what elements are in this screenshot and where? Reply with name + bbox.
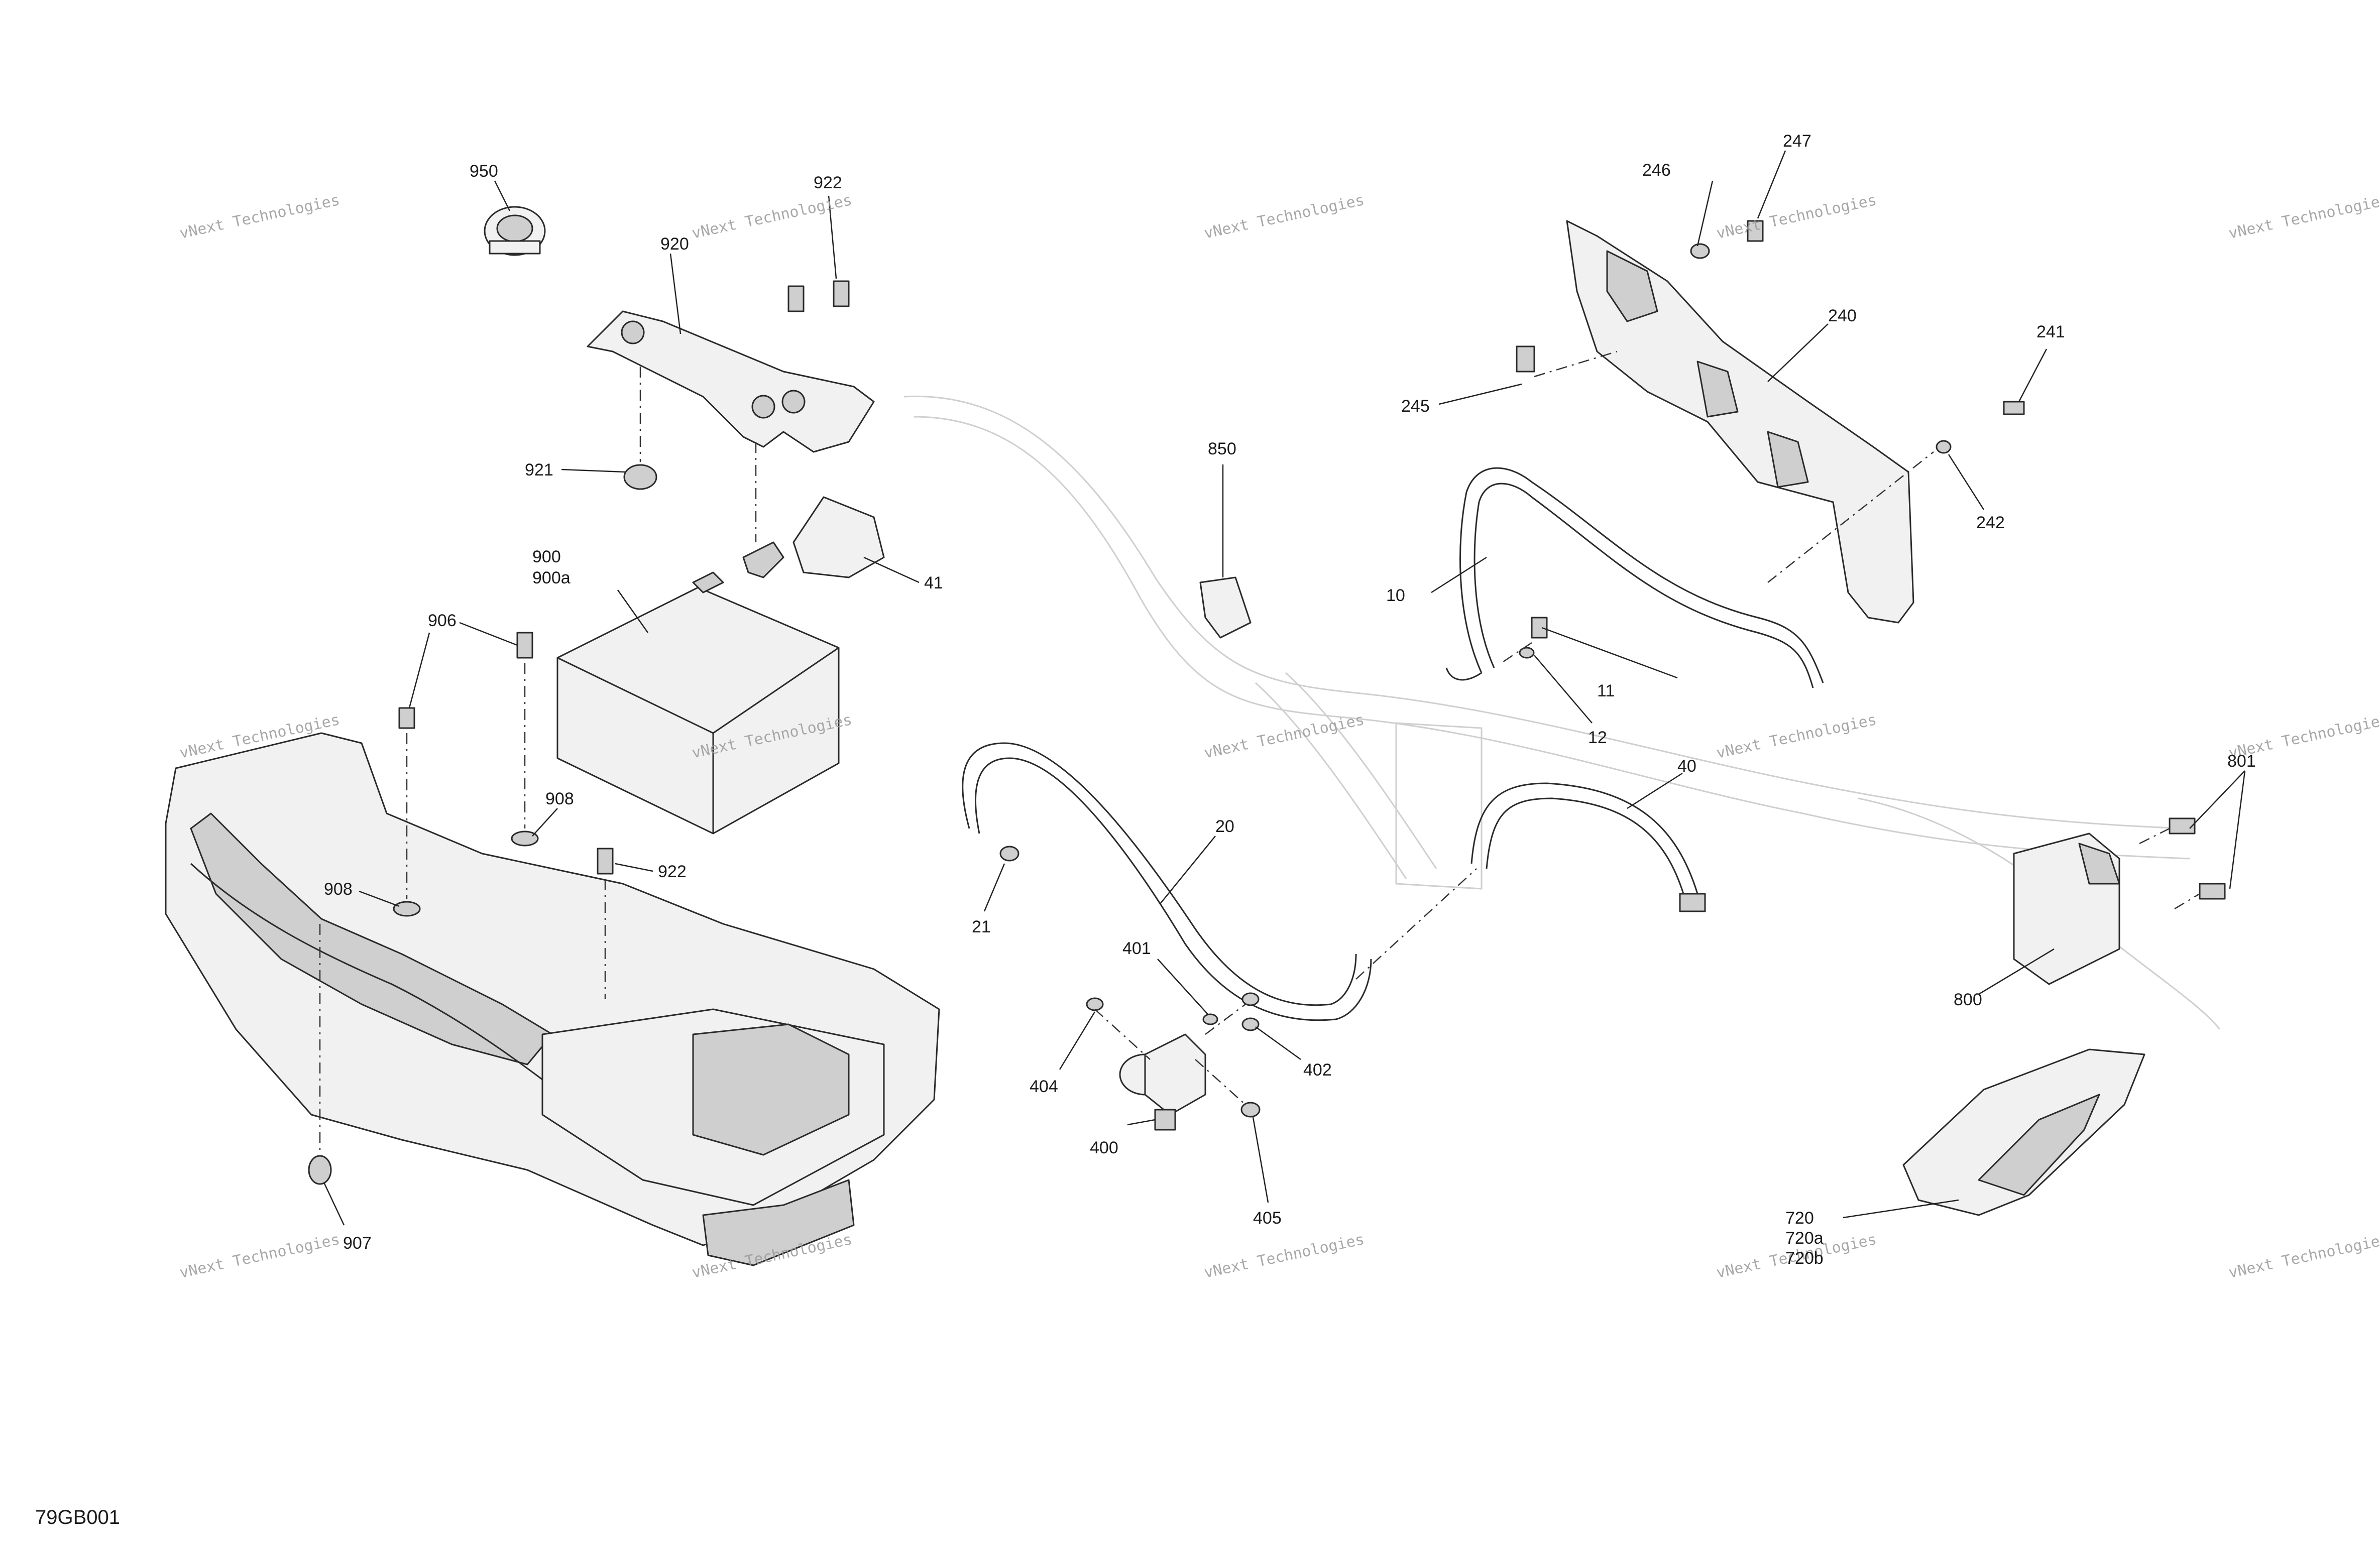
headlight [1902,1048,2145,1216]
callout-400: 400 [1090,1138,1118,1157]
fasteners-battery [308,280,850,1185]
callout-922: 922 [814,173,842,192]
leader-lines [323,150,2246,1226]
watermark: vNext Technologies [690,191,853,243]
callout-900a: 900a [532,568,571,587]
callout-245: 245 [1401,397,1430,416]
callout-720a: 720a [1785,1229,1824,1248]
callout-240: 240 [1828,306,1857,325]
callout-41: 41 [924,573,943,592]
battery-bracket [587,310,875,453]
terminal-cover [742,496,885,578]
callout-900: 900 [532,547,561,566]
watermark: vNext Technologies [178,1231,341,1282]
watermark: vNext Technologies [1715,191,1878,243]
callout-921: 921 [525,460,553,480]
callout-247: 247 [1783,132,1811,151]
watermark: vNext Technologies [2227,191,2380,243]
battery-cable [962,742,1372,1021]
callout-401: 401 [1122,939,1151,958]
battery-tray [165,732,940,1266]
callout-241: 241 [2036,322,2065,341]
watermark: vNext Technologies [1202,711,1366,762]
watermark: vNext Technologies [2227,1231,2380,1282]
diagram-code: 79GB001 [35,1506,120,1528]
callout-246: 246 [1642,161,1671,180]
callout-800: 800 [1954,990,1982,1009]
callout-20: 20 [1215,817,1234,836]
battery [556,571,840,835]
power-outlet [484,206,546,256]
callout-405: 405 [1253,1209,1282,1228]
callout-920: 920 [660,234,689,254]
ground-cable [1470,782,1706,912]
callout-402: 402 [1303,1060,1332,1080]
callout-908: 908 [545,789,574,808]
wiring-harness [1445,467,1824,688]
control-module [2013,817,2226,985]
watermark: vNext Technologies [1202,1231,1366,1282]
callout-908: 908 [324,880,353,899]
solenoid [1086,992,1261,1131]
callout-720: 720 [1785,1209,1814,1228]
callout-10: 10 [1386,586,1405,605]
callout-720b: 720b [1785,1249,1824,1268]
callout-21: 21 [972,917,991,936]
callout-801: 801 [2227,752,2256,771]
callout-404: 404 [1030,1077,1058,1096]
assembly-lines [319,350,2200,1155]
callout-907: 907 [343,1234,372,1253]
watermark: vNext Technologies [1202,191,1366,243]
callouts: 950 922 920 921 900 900a 41 906 908 908 … [324,132,2256,1268]
watermark: vNext Technologies [178,191,341,243]
callout-950: 950 [470,162,498,181]
callout-12: 12 [1588,728,1607,747]
mounting-bracket [1516,220,2025,659]
callout-906: 906 [428,611,457,630]
callout-922: 922 [658,862,687,881]
watermark: vNext Technologies [1715,711,1878,762]
callout-40: 40 [1677,757,1696,776]
callout-11: 11 [1597,681,1615,700]
callout-850: 850 [1208,439,1236,458]
callout-242: 242 [1976,513,2005,532]
connector [1199,576,1252,639]
